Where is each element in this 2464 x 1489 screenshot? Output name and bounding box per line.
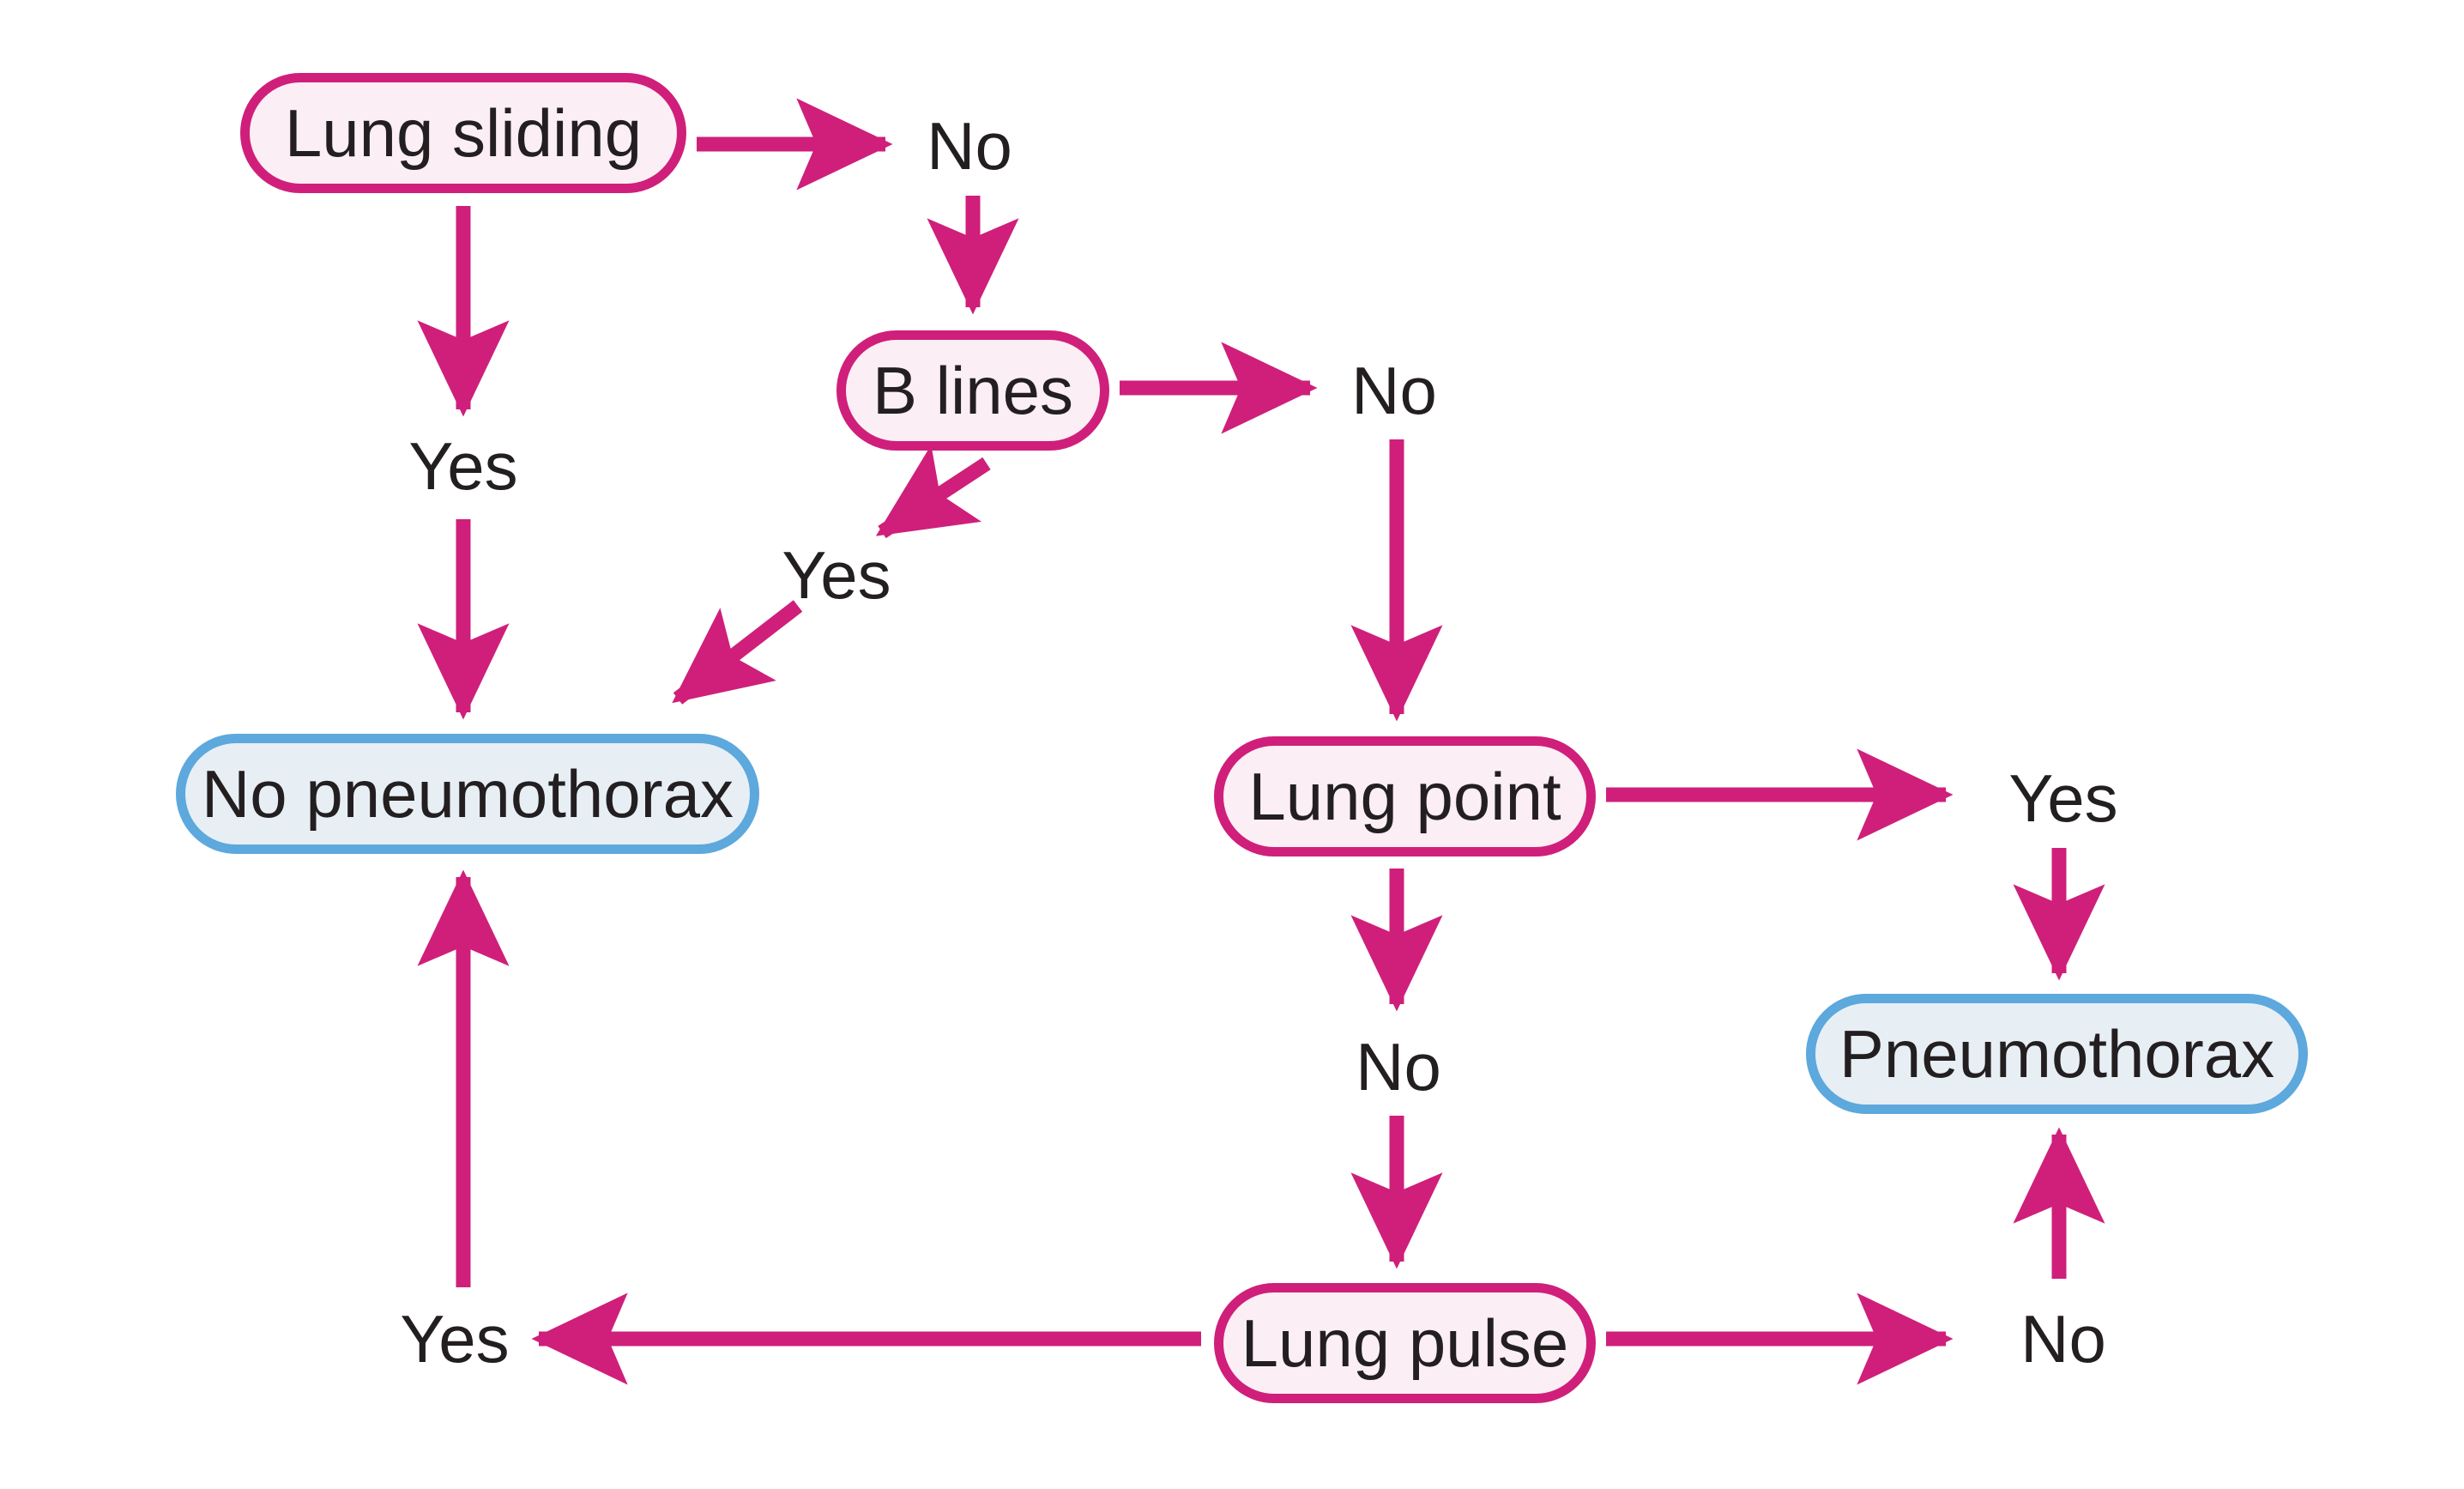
edge-label-sliding-no: No [927, 108, 1012, 184]
node-lung-pulse-label: Lung pulse [1241, 1305, 1569, 1381]
node-pneumothorax[interactable]: Pneumothorax [1806, 994, 2308, 1114]
node-lung-sliding[interactable]: Lung sliding [240, 73, 686, 193]
node-lung-point[interactable]: Lung point [1214, 736, 1596, 856]
edge-blines-to-yes [875, 445, 991, 539]
edge-label-blines-no: No [1351, 353, 1437, 428]
node-pneumothorax-label: Pneumothorax [1839, 1016, 2275, 1092]
edge-label-lungpoint-yes: Yes [2008, 760, 2118, 836]
edge-label-lungpulse-no: No [2020, 1301, 2106, 1377]
node-b-lines[interactable]: B lines [836, 330, 1109, 451]
edge-yes-to-nopneumothorax-diagonal [672, 600, 803, 705]
edge-label-lungpulse-yes: Yes [400, 1301, 510, 1377]
node-lung-point-label: Lung point [1248, 759, 1561, 834]
node-lung-sliding-label: Lung sliding [284, 95, 643, 171]
edge-label-blines-yes: Yes [782, 537, 891, 613]
edge-label-lungpoint-no: No [1356, 1029, 1441, 1105]
node-b-lines-label: B lines [872, 353, 1074, 428]
node-no-pneumothorax-label: No pneumothorax [201, 756, 734, 832]
node-no-pneumothorax[interactable]: No pneumothorax [176, 734, 759, 854]
edge-label-sliding-yes: Yes [408, 428, 518, 504]
node-lung-pulse[interactable]: Lung pulse [1214, 1283, 1596, 1403]
